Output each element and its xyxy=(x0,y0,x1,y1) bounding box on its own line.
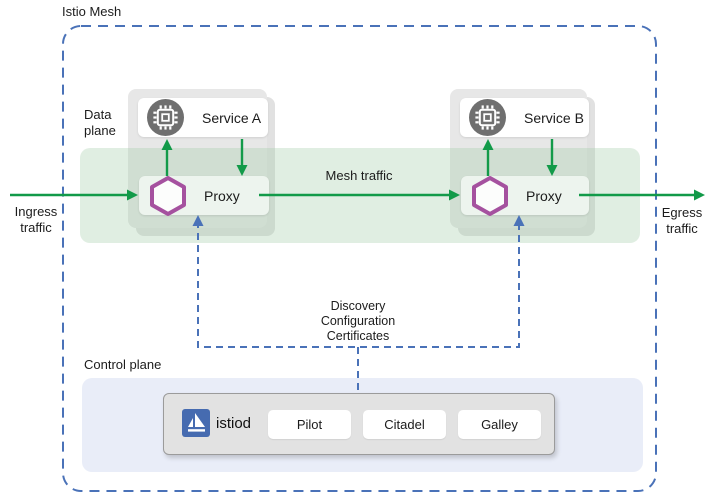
mesh-traffic-label: Mesh traffic xyxy=(325,168,393,183)
service-b-card: Service B xyxy=(460,98,589,137)
envoy-hexagon-icon xyxy=(472,175,508,216)
control-channel-label: Discovery Configuration Certificates xyxy=(320,299,396,343)
chip-icon xyxy=(469,99,506,136)
istio-sail-icon xyxy=(182,409,210,437)
istiod-box: istiod Pilot Citadel Galley xyxy=(163,393,555,455)
ingress-traffic-label: Ingress traffic xyxy=(14,204,58,235)
istiod-label: istiod xyxy=(216,415,252,432)
istiod-component-pilot: Pilot xyxy=(268,410,351,439)
data-plane-label: Data plane xyxy=(84,107,116,138)
istiod-component-galley: Galley xyxy=(458,410,541,439)
proxy-b-label: Proxy xyxy=(526,187,562,204)
service-b-label: Service B xyxy=(524,109,584,126)
proxy-a-card: Proxy xyxy=(139,175,269,216)
istiod-component-citadel: Citadel xyxy=(363,410,446,439)
egress-traffic-label: Egress traffic xyxy=(661,205,703,236)
proxy-a-label: Proxy xyxy=(204,187,240,204)
proxy-b-card: Proxy xyxy=(461,175,589,216)
service-a-label: Service A xyxy=(202,109,262,126)
chip-icon xyxy=(147,99,184,136)
egress-arrow-head xyxy=(694,189,705,201)
service-a-card: Service A xyxy=(138,98,268,137)
mesh-title: Istio Mesh xyxy=(62,4,122,19)
envoy-hexagon-icon xyxy=(150,175,186,216)
control-plane-label: Control plane xyxy=(84,357,162,372)
